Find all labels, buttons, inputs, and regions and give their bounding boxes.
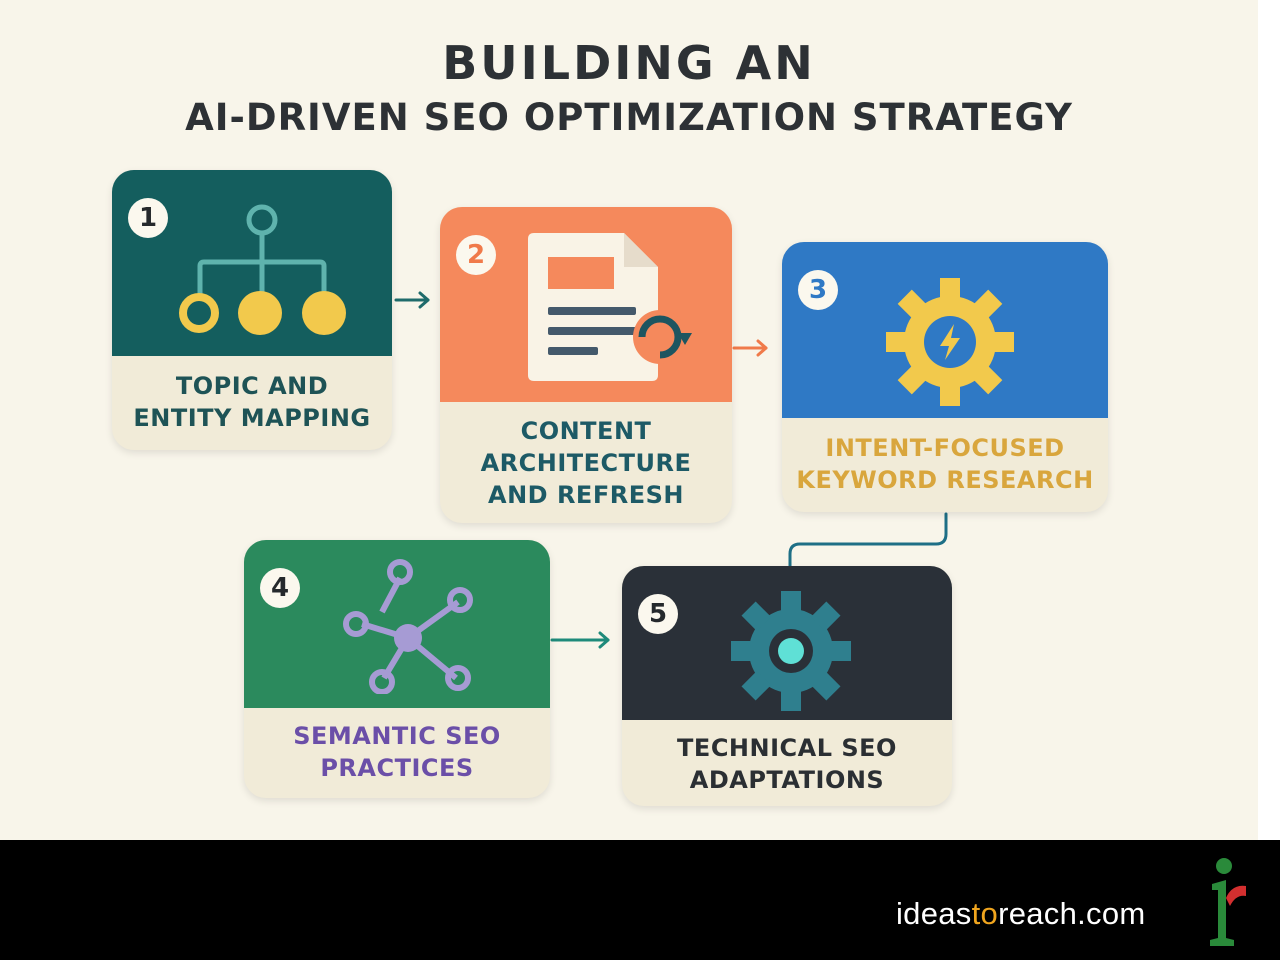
brand-url[interactable]: ideastoreach.com	[896, 896, 1146, 932]
brand-url-part-2: reach.com	[998, 896, 1146, 931]
title-line-2: AI-DRIVEN SEO OPTIMIZATION STRATEGY	[185, 96, 1073, 139]
title-line-1: BUILDING AN	[442, 36, 816, 90]
step-card-3: 3 INTENT-FOCUSED KEYWORD RESEARCH	[782, 242, 1108, 512]
step-card-5: 5 TECHNICAL SEO ADAPTATIONS	[622, 566, 952, 806]
brand-url-accent: to	[971, 896, 999, 931]
gear-lightning-icon	[886, 278, 1014, 406]
step-label-2: CONTENT ARCHITECTURE AND REFRESH	[480, 417, 692, 509]
arrow-1-to-2	[394, 291, 430, 309]
step-label-4: SEMANTIC SEO PRACTICES	[293, 722, 501, 782]
step-number-5: 5	[638, 594, 678, 634]
infographic-canvas: BUILDING AN AI-DRIVEN SEO OPTIMIZATION S…	[0, 0, 1258, 840]
step-number-4: 4	[260, 568, 300, 608]
step-card-1: 1 TOPIC AND ENTITY MAPPING	[112, 170, 392, 450]
connector-3-to-5	[788, 512, 948, 568]
step-card-4-header	[244, 540, 550, 708]
step-number-3: 3	[798, 270, 838, 310]
step-label-1: TOPIC AND ENTITY MAPPING	[133, 372, 371, 432]
hierarchy-icon	[179, 204, 346, 335]
brand-url-part-1: ideas	[896, 896, 972, 931]
document-refresh-icon	[528, 233, 692, 381]
arrow-4-to-5	[550, 631, 610, 649]
step-label-5: TECHNICAL SEO ADAPTATIONS	[677, 734, 897, 794]
step-card-2: 2 CONTENT ARCHITECTURE AND REFRESH	[440, 207, 732, 523]
footer-bar: ideastoreach.com	[0, 840, 1280, 960]
step-card-4: 4 SEMANTIC SEO PRACTICES	[244, 540, 550, 798]
flow-connectors	[394, 291, 948, 649]
step-number-2: 2	[456, 235, 496, 275]
step-number-1: 1	[128, 198, 168, 238]
network-icon	[343, 559, 473, 694]
step-label-3: INTENT-FOCUSED KEYWORD RESEARCH	[796, 434, 1094, 494]
arrow-2-to-3	[732, 339, 768, 357]
brand-logo-icon	[1210, 858, 1246, 946]
gear-icon	[731, 591, 851, 711]
